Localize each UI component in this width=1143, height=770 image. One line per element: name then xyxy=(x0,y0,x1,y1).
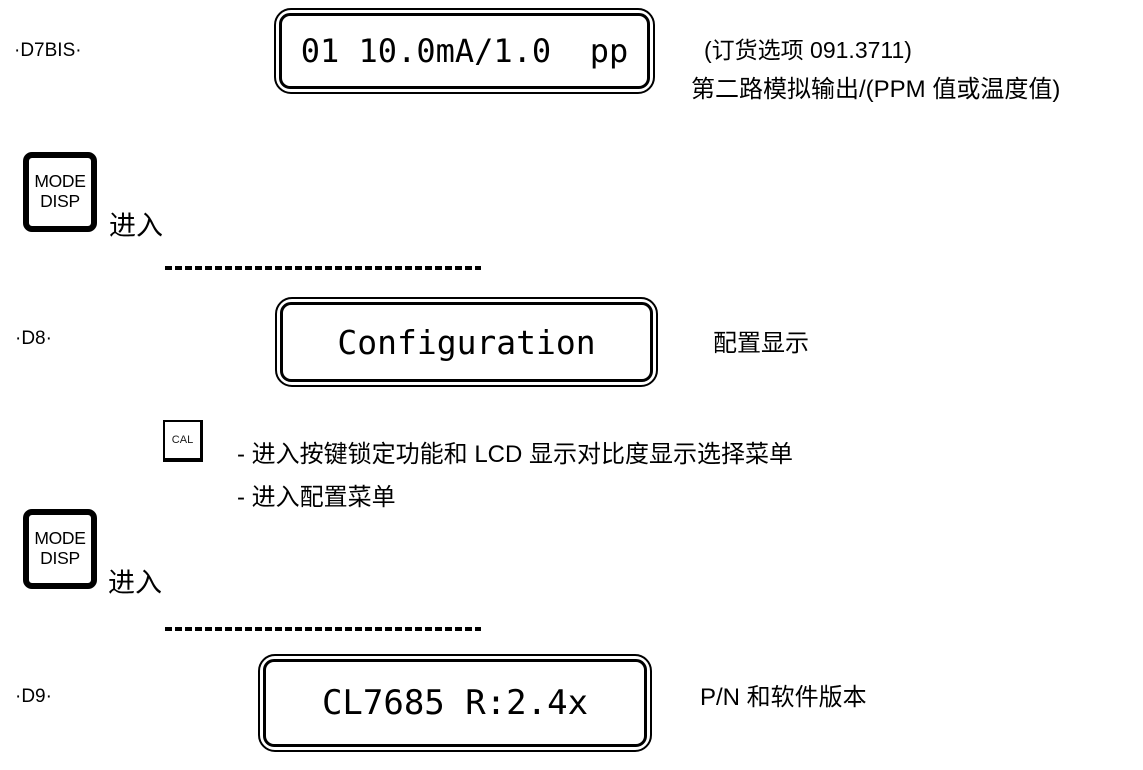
note-d7bis-line1: (订货选项 091.3711) xyxy=(704,37,912,63)
lcd-display-d8: Configuration xyxy=(275,297,658,387)
mode-key-label: MODE xyxy=(34,171,86,192)
disp-key-label: DISP xyxy=(40,548,80,568)
dashed-separator-2 xyxy=(165,627,481,631)
lcd-display-d9: CL7685 R:2.4x xyxy=(258,654,652,752)
note-d7bis-line2: 第二路模拟输出/(PPM 值或温度值) xyxy=(691,76,1061,103)
note-d8: 配置显示 xyxy=(713,330,809,357)
lcd-text-d9: CL7685 R:2.4x xyxy=(263,659,647,747)
dashed-separator-1 xyxy=(165,266,481,270)
step-label-d9: ·D9· xyxy=(15,686,52,707)
mode-disp-key-1: MODE DISP xyxy=(23,152,97,232)
lcd-text-d8: Configuration xyxy=(280,302,653,382)
step-label-d7bis: ·D7BIS· xyxy=(14,40,82,61)
note-d9: P/N 和软件版本 xyxy=(700,684,867,711)
lcd-text-d7bis: 01 10.0mA/1.0 pp xyxy=(279,13,650,89)
enter-label-1: 进入 xyxy=(109,211,163,241)
cal-note-2: - 进入配置菜单 xyxy=(237,484,396,511)
mode-key-label: MODE xyxy=(34,528,86,549)
lcd-display-d7bis: 01 10.0mA/1.0 pp xyxy=(274,8,655,94)
mode-disp-key-2: MODE DISP xyxy=(23,509,97,589)
cal-key: CAL xyxy=(163,420,203,462)
enter-label-2: 进入 xyxy=(108,568,162,598)
cal-key-label: CAL xyxy=(171,434,194,446)
cal-note-1: - 进入按键锁定功能和 LCD 显示对比度显示选择菜单 xyxy=(237,441,794,468)
disp-key-label: DISP xyxy=(40,191,80,211)
step-label-d8: ·D8· xyxy=(15,328,52,349)
